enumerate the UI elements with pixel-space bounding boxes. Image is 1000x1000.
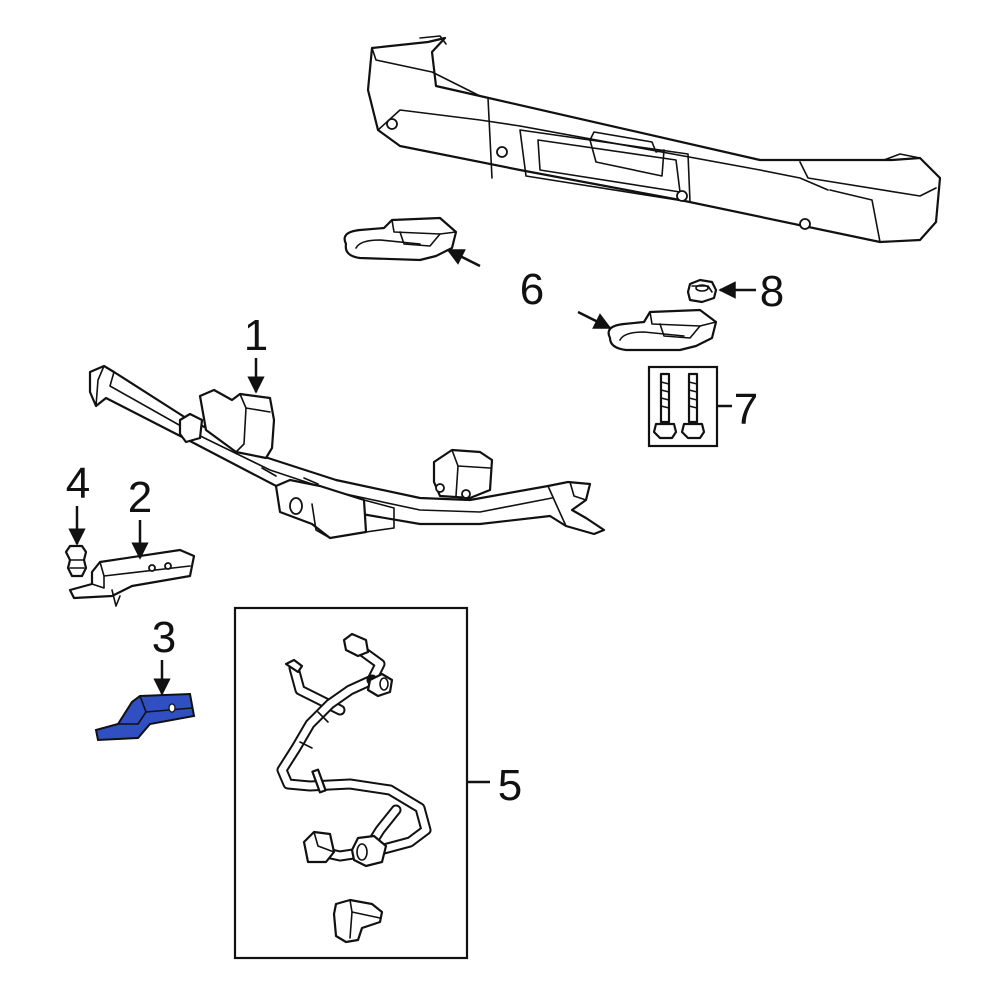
hitch-frame	[88, 364, 606, 540]
wiring-harness-kit	[233, 606, 469, 960]
leader-lines	[68, 248, 756, 784]
bolt-2	[680, 372, 706, 440]
tow-hook-right	[607, 308, 718, 352]
callout-labels: 1 2 3 4 5 6 7 8	[66, 265, 784, 810]
callout-5: 5	[498, 761, 522, 810]
ball-mount	[68, 548, 196, 607]
callout-3: 3	[152, 613, 176, 662]
leader-6b	[577, 310, 612, 330]
callout-7: 7	[734, 385, 758, 434]
callout-1: 1	[244, 311, 268, 360]
callout-8: 8	[760, 267, 784, 316]
tow-hook-left	[343, 216, 458, 262]
drawbar-shape	[94, 692, 196, 742]
bolts-kit	[647, 365, 719, 448]
drawbar-highlighted	[94, 692, 196, 742]
callout-2: 2	[128, 473, 152, 522]
callout-4: 4	[66, 459, 90, 508]
rear-bumper	[366, 35, 942, 244]
callout-6: 6	[520, 265, 544, 314]
wiring-harness	[276, 632, 432, 868]
leader-6a	[446, 248, 481, 268]
hitch-pin	[64, 544, 88, 578]
nut	[686, 278, 718, 304]
bolt-1	[652, 372, 678, 440]
harness-plug	[332, 898, 384, 944]
